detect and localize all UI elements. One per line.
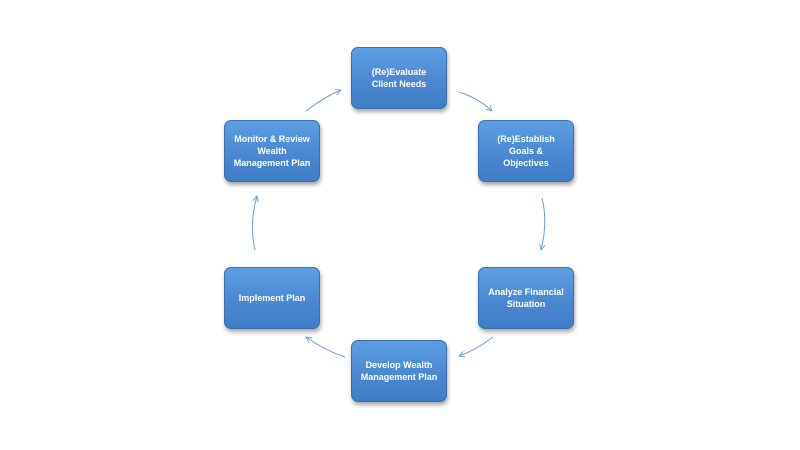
step-develop-wealth-management-plan: Develop Wealth Management Plan bbox=[351, 340, 447, 402]
step-implement-plan: Implement Plan bbox=[224, 267, 320, 329]
arrow-develop-to-implement bbox=[306, 337, 346, 358]
step-reevaluate-client-needs: (Re)Evaluate Client Needs bbox=[351, 47, 447, 109]
arrow-monitor-to-evaluate bbox=[305, 90, 341, 112]
arrow-analyze-to-develop bbox=[459, 336, 494, 356]
step-analyze-financial-situation: Analyze Financial Situation bbox=[478, 267, 574, 329]
arrow-evaluate-to-establish bbox=[458, 91, 492, 111]
arrow-implement-to-monitor bbox=[251, 196, 257, 251]
step-reestablish-goals-objectives: (Re)Establish Goals & Objectives bbox=[478, 120, 574, 182]
arrow-establish-to-analyze bbox=[541, 197, 545, 250]
step-monitor-review-plan: Monitor & Review Wealth Management Plan bbox=[224, 120, 320, 182]
